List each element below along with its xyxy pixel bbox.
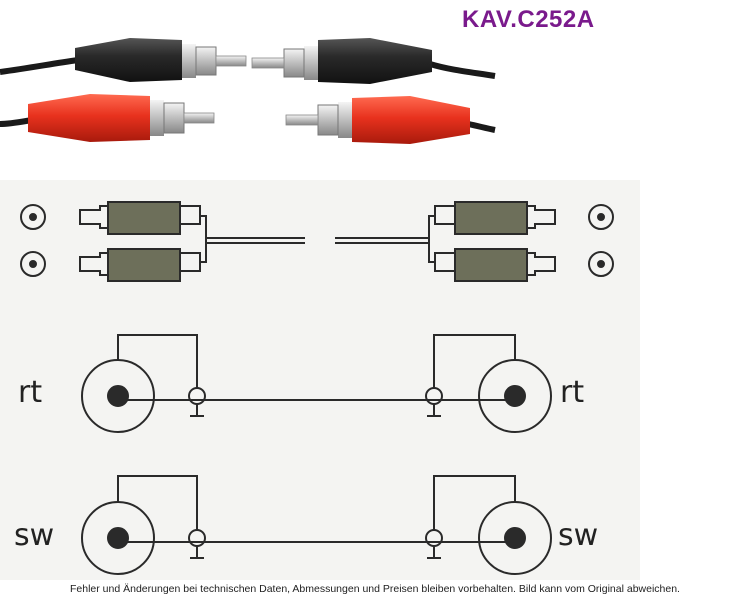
- rca-jack-icon: [588, 204, 614, 230]
- wiring-diagram: rt rt sw sw: [0, 180, 640, 580]
- schematic-red-channel: [81, 334, 552, 433]
- rca-jack-icon: [588, 251, 614, 277]
- label-red-right: rt: [560, 375, 584, 410]
- rca-jack-icon: [20, 204, 46, 230]
- label-black-left: sw: [14, 518, 54, 553]
- black-plug-left: [0, 38, 247, 82]
- rca-jack-icon: [20, 251, 46, 277]
- schematic-black-channel: [81, 475, 552, 575]
- product-photo: [0, 38, 496, 144]
- product-code-title: KAV.C252A: [462, 6, 595, 33]
- label-red-left: rt: [18, 375, 42, 410]
- black-plug-right: [251, 38, 496, 84]
- disclaimer-text: Fehler und Änderungen bei technischen Da…: [70, 583, 680, 595]
- label-black-right: sw: [558, 518, 598, 553]
- red-plug-right: [285, 96, 496, 144]
- red-plug-left: [0, 94, 215, 142]
- diagram-background: [0, 180, 640, 580]
- rca-plug-icon: [434, 248, 556, 282]
